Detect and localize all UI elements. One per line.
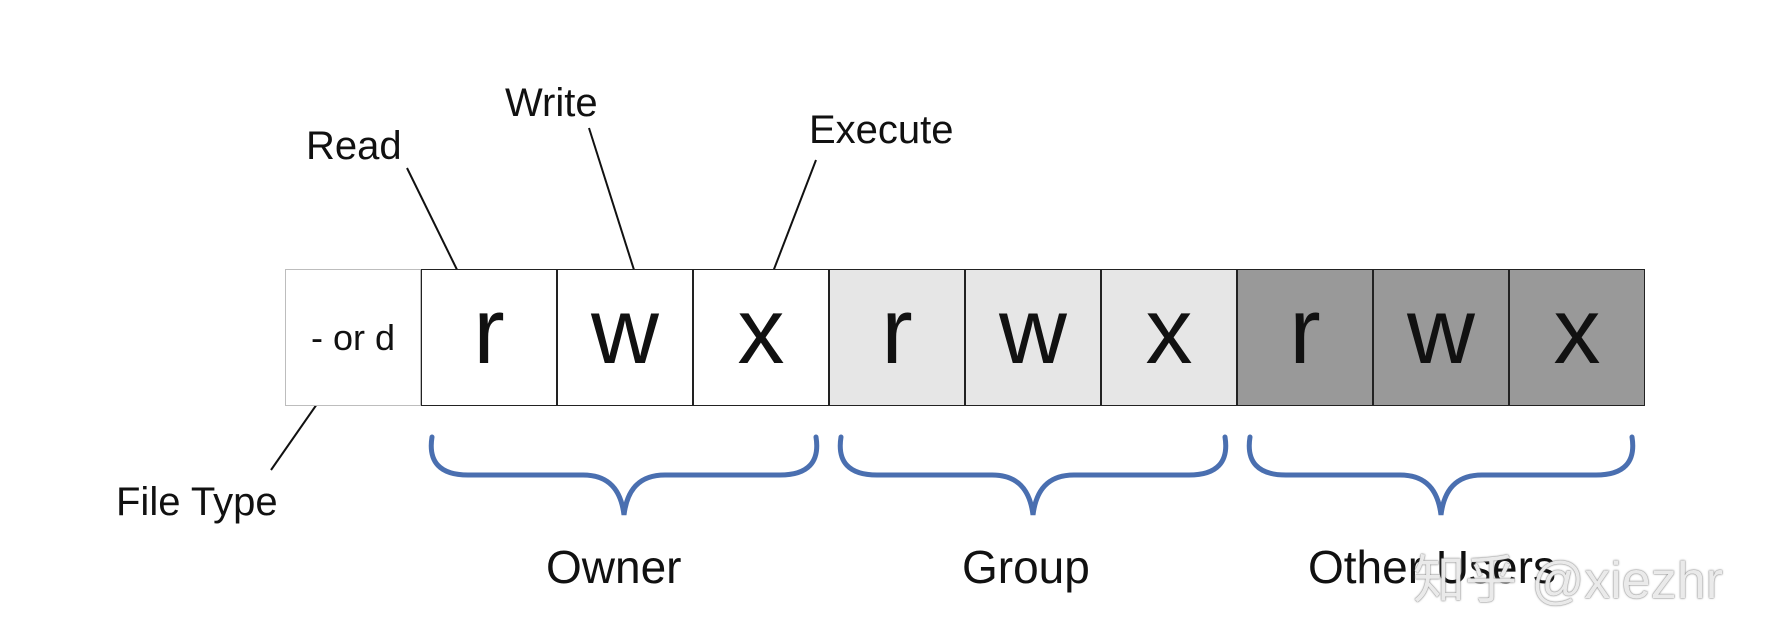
file-type-cell-text: - or d <box>310 316 396 358</box>
group-write-bit: w <box>999 277 1067 383</box>
read-leader-line <box>406 167 467 289</box>
owner-brace <box>428 434 820 516</box>
write-leader-line <box>588 127 642 293</box>
group-brace <box>837 434 1229 516</box>
group-write-cell: w <box>965 269 1101 406</box>
group-read-cell: r <box>829 269 965 406</box>
other-read-cell: r <box>1237 269 1373 406</box>
execute-label: Execute <box>809 108 954 152</box>
other-execute-cell: x <box>1509 269 1645 406</box>
execute-leader-line <box>765 159 817 291</box>
file-type-cell: - or d <box>285 269 421 406</box>
owner-execute-bit: x <box>737 277 785 383</box>
group-execute-cell: x <box>1101 269 1237 406</box>
owner-read-bit: r <box>473 277 505 383</box>
other-users-brace <box>1246 434 1636 516</box>
group-label: Group <box>962 541 1090 593</box>
file-type-label: File Type <box>116 480 278 524</box>
owner-execute-cell: x <box>693 269 829 406</box>
other-users-label: Other Users <box>1308 541 1556 593</box>
owner-label: Owner <box>546 541 682 593</box>
group-execute-bit: x <box>1145 277 1193 383</box>
other-write-bit: w <box>1407 277 1475 383</box>
owner-read-cell: r <box>421 269 557 406</box>
owner-write-cell: w <box>557 269 693 406</box>
other-read-bit: r <box>1289 277 1321 383</box>
watermark-text: 知乎 @xiezhr <box>1413 552 1723 610</box>
write-label: Write <box>505 81 598 125</box>
other-execute-bit: x <box>1553 277 1601 383</box>
group-read-bit: r <box>881 277 913 383</box>
owner-write-bit: w <box>591 277 659 383</box>
read-label: Read <box>306 124 402 168</box>
other-write-cell: w <box>1373 269 1509 406</box>
